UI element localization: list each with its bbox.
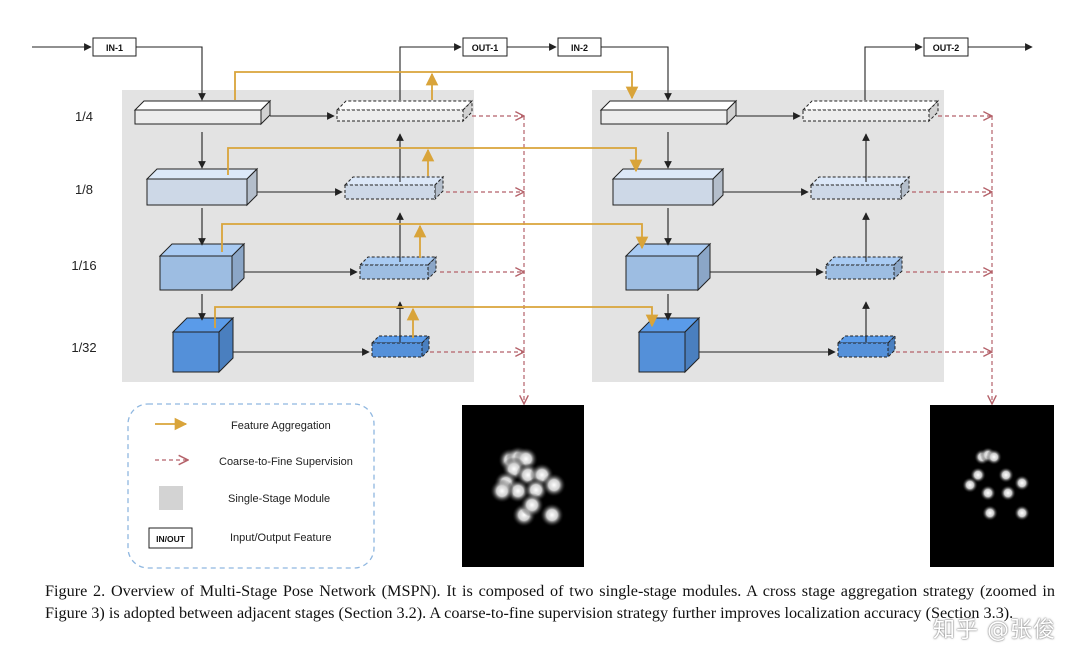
scale-label-1-4: 1/4 bbox=[75, 109, 93, 124]
heatmap-blob bbox=[980, 485, 996, 501]
io-label-in1: IN-1 bbox=[106, 43, 123, 53]
stage1-decoder-block-4 bbox=[370, 334, 431, 359]
io-box-in1: IN-1 bbox=[92, 37, 137, 57]
legend-io-swatch-label: IN/OUT bbox=[156, 534, 186, 544]
heatmap-blob bbox=[540, 503, 564, 527]
mspn-diagram: 1/4 1/8 1/16 1/32 IN-1 OUT-1 IN-2 OUT-2 bbox=[32, 37, 1054, 569]
heatmap-blob bbox=[982, 505, 998, 521]
figure-caption: Figure 2. Overview of Multi-Stage Pose N… bbox=[45, 582, 1055, 622]
watermark: 知乎 @张俊 bbox=[933, 618, 1056, 643]
io-box-out2: OUT-2 bbox=[923, 37, 969, 57]
heatmap-stage2 bbox=[930, 405, 1054, 567]
heatmap-blob bbox=[490, 479, 514, 503]
stage1-encoder-block-4 bbox=[171, 316, 235, 374]
aggregation-arrow-1-16-to-stage2 bbox=[221, 223, 649, 252]
stage2-decoder-block-2 bbox=[809, 175, 911, 201]
stage2-encoder-block-2 bbox=[611, 167, 725, 207]
legend-module-swatch bbox=[159, 486, 183, 510]
heatmap-blob bbox=[1014, 505, 1030, 521]
io-label-out2: OUT-2 bbox=[933, 43, 960, 53]
scale-label-1-8: 1/8 bbox=[75, 182, 93, 197]
io-box-in2: IN-2 bbox=[557, 37, 602, 57]
stage1-decoder-block-1 bbox=[335, 99, 474, 123]
io-flow-arrows bbox=[32, 43, 1033, 101]
stage1-encoder-block-3 bbox=[158, 242, 246, 292]
legend-io-swatch bbox=[148, 527, 193, 549]
stage2-decoder-block-1 bbox=[801, 99, 940, 123]
heatmap-blob bbox=[998, 467, 1014, 483]
legend-single-stage-label: Single-Stage Module bbox=[228, 493, 330, 505]
stage2-decoder-block-3 bbox=[824, 255, 904, 281]
heatmap-blob bbox=[962, 477, 978, 493]
io-box-out1: OUT-1 bbox=[462, 37, 508, 57]
legend-feature-aggregation-label: Feature Aggregation bbox=[231, 420, 331, 432]
legend-io-feature-label: Input/Output Feature bbox=[230, 532, 332, 544]
legend-coarse-to-fine-label: Coarse-to-Fine Supervision bbox=[219, 456, 353, 468]
stage2-encoder-block-1 bbox=[599, 99, 738, 126]
stage1-decoder-block-2 bbox=[343, 175, 445, 201]
io-label-in2: IN-2 bbox=[571, 43, 588, 53]
stage1-encoder-block-1 bbox=[133, 99, 272, 126]
heatmap-blob bbox=[1000, 485, 1016, 501]
stage2-encoder-block-4 bbox=[637, 316, 701, 374]
heatmap-blob bbox=[520, 493, 544, 517]
stage1-encoder-block-2 bbox=[145, 167, 259, 207]
aggregation-arrow-1-4-to-stage2 bbox=[234, 71, 639, 100]
stage2-encoder-block-3 bbox=[624, 242, 712, 292]
scale-label-1-32: 1/32 bbox=[71, 340, 96, 355]
stage1-decoder-block-3 bbox=[358, 255, 438, 281]
io-label-out1: OUT-1 bbox=[472, 43, 499, 53]
aggregation-arrow-1-8-to-stage2 bbox=[227, 147, 643, 175]
heatmap-blob bbox=[542, 473, 566, 497]
heatmap-blob bbox=[1014, 475, 1030, 491]
heatmap-blob bbox=[986, 449, 1002, 465]
scale-label-1-16: 1/16 bbox=[71, 258, 96, 273]
aggregation-arrow-1-32-to-stage2 bbox=[214, 306, 659, 328]
legend: Feature Aggregation Coarse-to-Fine Super… bbox=[127, 403, 375, 569]
heatmap-stage1 bbox=[462, 405, 584, 567]
